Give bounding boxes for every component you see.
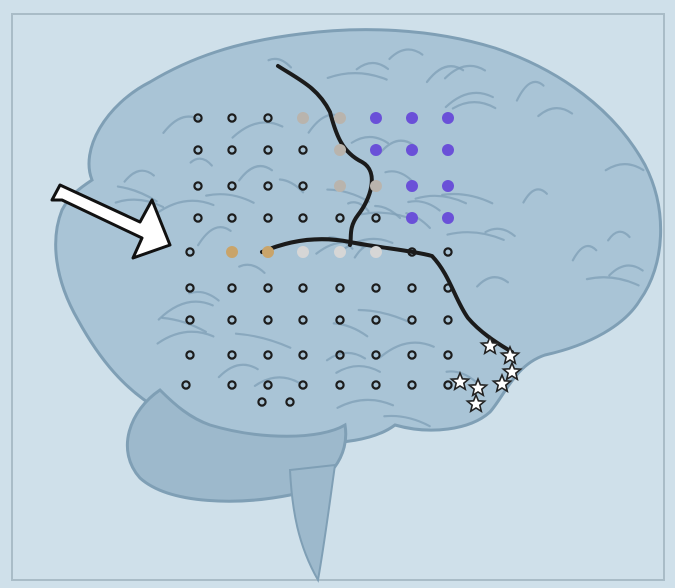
electrode-grey	[334, 112, 346, 124]
electrode-light	[334, 246, 346, 258]
electrode-grey	[334, 144, 346, 156]
electrode-violet	[406, 180, 418, 192]
electrode-violet	[370, 112, 382, 124]
electrode-violet	[442, 112, 454, 124]
electrode-violet	[370, 144, 382, 156]
electrode-grey	[334, 180, 346, 192]
electrode-violet	[406, 144, 418, 156]
electrode-light	[370, 246, 382, 258]
electrode-violet	[442, 180, 454, 192]
electrode-light	[297, 246, 309, 258]
electrode-violet	[442, 212, 454, 224]
electrode-tan	[226, 246, 238, 258]
electrode-tan	[262, 246, 274, 258]
electrode-grey	[297, 112, 309, 124]
electrode-grey	[370, 180, 382, 192]
electrode-violet	[406, 212, 418, 224]
electrode-violet	[406, 112, 418, 124]
electrode-violet	[442, 144, 454, 156]
